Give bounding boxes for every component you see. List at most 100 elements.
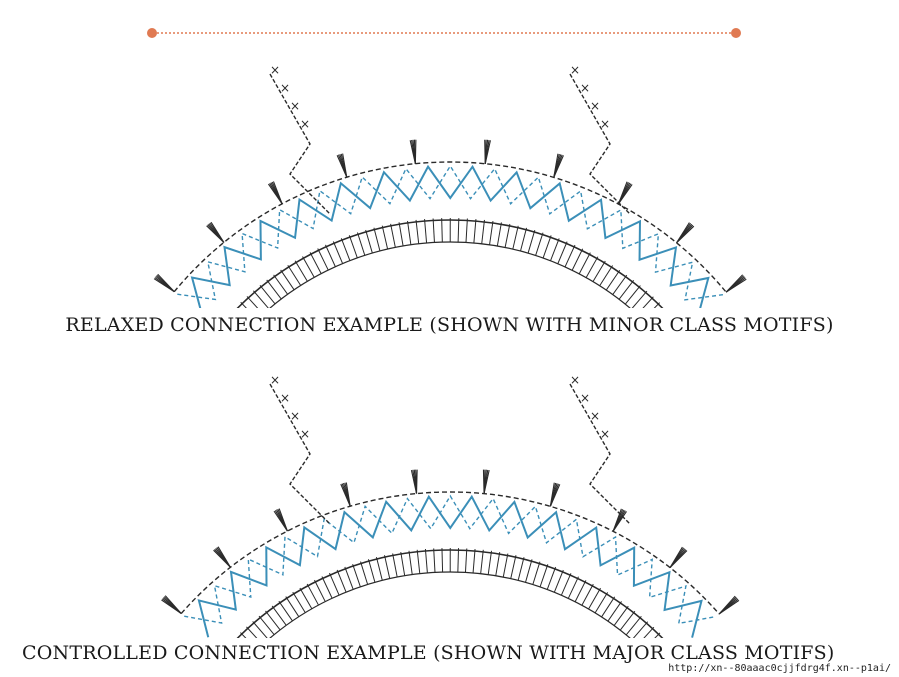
- stitch-tick: [252, 621, 268, 638]
- stitch-tick: [560, 573, 572, 596]
- stitch-tick: [473, 219, 477, 244]
- stitch-tick: [525, 559, 533, 583]
- stitch-tick: [588, 587, 601, 610]
- stitch-tick: [624, 285, 641, 305]
- stitch-tick: [481, 219, 485, 244]
- cross-stitch-mark: ×: [270, 373, 280, 387]
- stitch-tick: [642, 296, 654, 308]
- fan-stitch: [718, 595, 736, 615]
- stitch-tick: [489, 220, 494, 245]
- foundation-arc-inner: [269, 571, 631, 638]
- spire-left: [269, 73, 331, 215]
- stitch-tick: [480, 549, 484, 574]
- stitch-tick: [535, 232, 544, 256]
- stitch-tick: [416, 549, 421, 574]
- chain-row-arc: [173, 161, 727, 293]
- stitch-tick: [253, 290, 269, 308]
- stitch-tick: [527, 230, 536, 254]
- stitch-tick: [567, 576, 579, 599]
- stitch-tick: [517, 557, 525, 581]
- stitch-tick: [502, 553, 509, 578]
- cross-stitch-mark: ×: [590, 409, 600, 423]
- stitch-tick: [392, 553, 398, 578]
- fan-stitch: [612, 508, 622, 532]
- stitch-tick: [433, 548, 436, 573]
- stitch-tick: [273, 274, 289, 295]
- fan-stitch: [273, 510, 288, 532]
- stitch-tick: [539, 564, 549, 588]
- stitch-tick: [356, 232, 366, 256]
- stitch-tick: [294, 260, 308, 282]
- stitch-tick: [557, 241, 568, 264]
- fan-stitch: [676, 222, 690, 244]
- fan-stitch: [340, 483, 351, 507]
- spire-right: [569, 383, 631, 525]
- divider-dot-left: [147, 28, 157, 38]
- stitch-tick: [381, 225, 389, 250]
- stitch-tick: [325, 244, 336, 267]
- stitch-tick: [654, 632, 661, 638]
- stitch-tick: [578, 252, 591, 275]
- stitch-tick: [415, 219, 420, 244]
- cross-stitch-mark: ×: [280, 81, 290, 95]
- stitch-tick: [424, 548, 428, 573]
- fan-stitch: [267, 183, 283, 205]
- stitch-tick: [564, 244, 576, 268]
- stitch-tick: [321, 576, 333, 599]
- stitch-tick: [632, 621, 649, 638]
- stitch-tick: [496, 222, 502, 247]
- stitch-tick: [375, 556, 383, 581]
- stitch-tick: [398, 222, 404, 247]
- stitch-tick: [601, 596, 616, 618]
- stitch-tick: [532, 561, 541, 585]
- chain-row-arc: [180, 491, 720, 615]
- crochet-chart-controlled: ××××××××: [161, 373, 740, 638]
- stitch-tick: [292, 591, 306, 613]
- fan-stitch: [725, 274, 744, 293]
- caption-controlled: CONTROLLED CONNECTION EXAMPLE (SHOWN WIT…: [22, 642, 835, 664]
- stitch-tick: [317, 248, 329, 271]
- stitch-tick: [550, 238, 560, 261]
- stitch-tick: [309, 252, 322, 274]
- stitch-tick: [240, 632, 247, 638]
- stitch-tick: [390, 223, 396, 248]
- stitch-tick: [613, 605, 629, 626]
- fan-stitch: [617, 181, 628, 205]
- stitch-tick: [585, 256, 599, 278]
- stitch-tick: [519, 227, 528, 252]
- cross-stitch-mark: ×: [580, 391, 590, 405]
- cross-stitch-mark: ×: [290, 409, 300, 423]
- stitch-tick: [352, 563, 361, 588]
- crochet-chart-relaxed: ××××××××: [153, 63, 747, 308]
- cross-stitch-mark: ×: [300, 117, 310, 131]
- cross-stitch-mark: ×: [570, 63, 580, 77]
- spire-left: [269, 383, 331, 525]
- fan-stitch: [669, 546, 683, 568]
- stitch-tick: [457, 218, 460, 243]
- stitch-tick: [643, 626, 655, 638]
- stitch-tick: [631, 290, 648, 308]
- fan-stitch: [213, 549, 231, 568]
- stitch-tick: [400, 551, 406, 576]
- stitch-tick: [594, 592, 609, 614]
- stitch-tick: [612, 274, 628, 295]
- stitch-tick: [512, 225, 519, 250]
- cross-stitch-mark: ×: [280, 391, 290, 405]
- fan-stitch: [206, 225, 225, 243]
- stitch-tick: [571, 248, 584, 271]
- stitch-tick: [605, 269, 621, 291]
- stitch-tick: [553, 569, 564, 593]
- fan-stitch: [549, 482, 555, 507]
- stitch-tick: [607, 601, 622, 622]
- stitch-tick: [546, 566, 557, 590]
- stitch-tick: [285, 596, 300, 617]
- stitch-tick: [365, 229, 373, 254]
- watermark-url: http://xn--80aaac0cjjfdrg4f.xn--p1ai/: [668, 663, 891, 674]
- fan-stitch: [153, 278, 175, 293]
- stitch-tick: [487, 550, 493, 575]
- stitch-tick: [408, 550, 413, 575]
- stitch-tick: [504, 223, 511, 248]
- stitch-tick: [246, 296, 259, 308]
- stitch-tick: [287, 264, 302, 286]
- stitch-tick: [441, 548, 444, 573]
